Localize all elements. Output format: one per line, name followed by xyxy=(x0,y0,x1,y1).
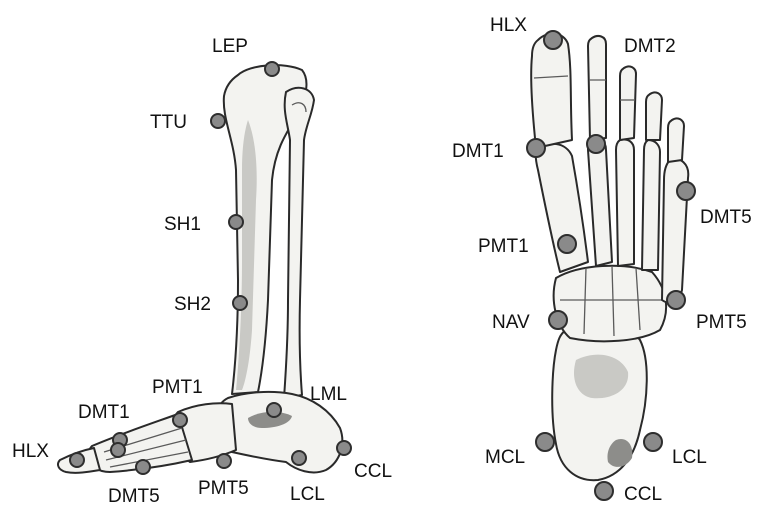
label-dmt1: DMT1 xyxy=(78,402,130,423)
marker-dmt1-plantar xyxy=(527,139,545,157)
label-hlx: HLX xyxy=(12,441,49,462)
marker-mcl-plantar xyxy=(536,433,554,451)
marker-lep xyxy=(265,62,279,76)
label-ccl: CCL xyxy=(354,461,392,482)
label-pmt5: PMT5 xyxy=(198,478,249,499)
marker-hlx xyxy=(70,453,84,467)
label-dmt5-plantar: DMT5 xyxy=(700,207,752,228)
hallux-phalanges xyxy=(531,34,572,148)
marker-hlx-plantar xyxy=(544,31,562,49)
label-sh2: SH2 xyxy=(174,294,211,315)
marker-dmt5-plantar xyxy=(677,182,695,200)
label-lep: LEP xyxy=(212,36,248,57)
label-dmt2-plantar: DMT2 xyxy=(624,36,676,57)
calcaneus-plantar xyxy=(552,323,647,480)
label-pmt1-plantar: PMT1 xyxy=(478,236,529,257)
toe-2-phalanges xyxy=(588,36,606,140)
toe-3-phalanges xyxy=(620,66,636,140)
marker-dmt5 xyxy=(136,460,150,474)
marker-lcl xyxy=(292,451,306,465)
metatarsal-5 xyxy=(662,159,688,302)
toe-4-phalanges xyxy=(646,92,662,140)
marker-dmt1b xyxy=(111,443,125,457)
marker-lml xyxy=(267,403,281,417)
label-dmt5: DMT5 xyxy=(108,486,160,506)
label-sh1: SH1 xyxy=(164,214,201,235)
marker-pmt5-plantar xyxy=(667,291,685,309)
label-hlx-plantar: HLX xyxy=(490,15,527,36)
fibula xyxy=(284,88,314,398)
label-pmt1: PMT1 xyxy=(152,377,203,398)
marker-ccl xyxy=(337,441,351,455)
label-lml: LML xyxy=(310,384,347,405)
label-mcl-plantar: MCL xyxy=(485,447,525,468)
marker-dmt2-plantar xyxy=(587,135,605,153)
marker-sh1 xyxy=(229,215,243,229)
plantar-foot-illustration xyxy=(531,34,688,481)
marker-pmt1 xyxy=(173,413,187,427)
label-dmt1-plantar: DMT1 xyxy=(452,141,504,162)
label-ccl-plantar: CCL xyxy=(624,484,662,505)
label-nav-plantar: NAV xyxy=(492,312,530,333)
label-lcl-plantar: LCL xyxy=(672,447,707,468)
marker-ttu xyxy=(211,114,225,128)
marker-pmt1-plantar xyxy=(558,235,576,253)
metatarsal-3 xyxy=(616,139,634,266)
marker-sh2 xyxy=(233,296,247,310)
metatarsal-2 xyxy=(588,138,612,266)
metatarsal-1 xyxy=(536,144,588,272)
label-ttu: TTU xyxy=(150,112,187,133)
label-lcl: LCL xyxy=(290,484,325,505)
marker-pmt5 xyxy=(217,454,231,468)
marker-nav-plantar xyxy=(549,311,567,329)
marker-lcl-plantar xyxy=(644,433,662,451)
label-pmt5-plantar: PMT5 xyxy=(696,312,747,333)
tarsals-plantar xyxy=(554,266,666,342)
metatarsal-4 xyxy=(642,140,660,270)
toe-5-phalanges xyxy=(668,118,684,162)
marker-ccl-plantar xyxy=(595,482,613,500)
